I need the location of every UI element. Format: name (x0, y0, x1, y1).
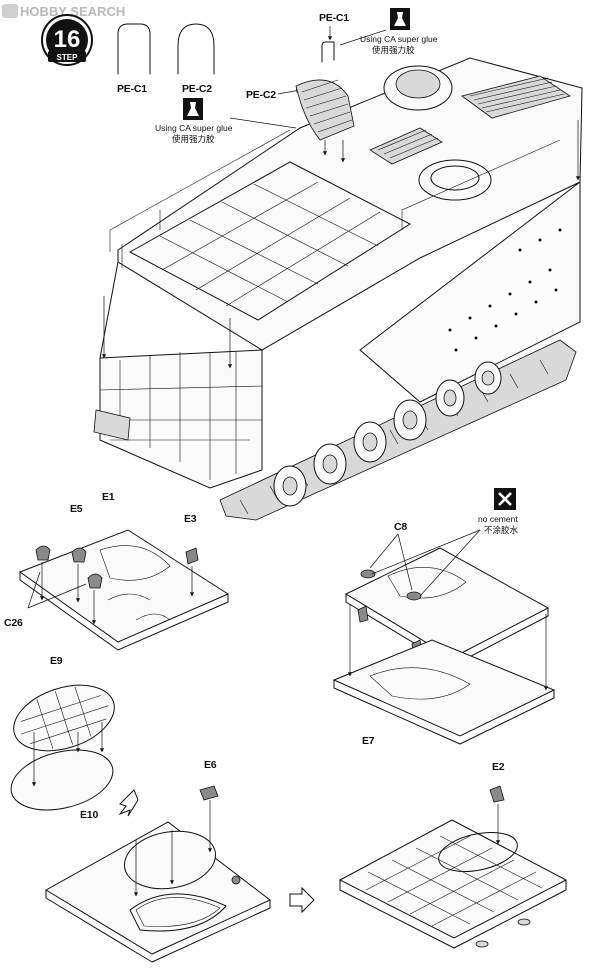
flow-arrow-icon (118, 789, 139, 817)
pe-c2-callout: PE-C2 (246, 89, 276, 101)
e9-label: E9 (50, 655, 63, 667)
c26-label: C26 (4, 617, 23, 629)
e10-label: E10 (80, 809, 98, 821)
no-cement-note-cn: 不涂胶水 (484, 525, 519, 535)
glue-note-top-cn: 使用强力胶 (372, 45, 415, 55)
e6-label: E6 (204, 759, 217, 771)
step-label: STEP (57, 53, 79, 62)
hatch-e9-e10-assembly (10, 684, 115, 811)
floor-e1-assembly (18, 529, 230, 651)
watermark: HOBBY SEARCH (2, 4, 125, 19)
e1-label: E1 (102, 491, 115, 503)
floor-e6-assembly (45, 785, 271, 963)
step-number: 16 (54, 26, 81, 53)
e7-label: E7 (362, 735, 375, 747)
ca-glue-icon (390, 8, 410, 30)
e5-label: E5 (70, 503, 83, 515)
c8-label: C8 (394, 521, 407, 533)
pe-c2-part-outline (177, 23, 215, 75)
floor-e2-assembly (338, 785, 568, 949)
no-cement-icon (494, 488, 516, 510)
pe-c1-callout: PE-C1 (319, 12, 349, 24)
flow-arrow-icon (289, 886, 315, 914)
glue-note-top-en: Using CA super glue (360, 34, 438, 44)
pe-c1-part-outline (117, 23, 151, 75)
glue-note-left-en: Using CA super glue (155, 123, 233, 133)
pe-c2-label: PE-C2 (182, 83, 212, 95)
watermark-text: HOBBY SEARCH (20, 4, 125, 19)
no-cement-note-en: no cement (478, 514, 518, 524)
floor-e7-assembly (332, 529, 556, 745)
glue-note-left-cn: 使用强力胶 (172, 134, 215, 144)
ca-glue-icon (183, 98, 203, 120)
vehicle-assembly (93, 57, 583, 521)
pe-c1-label: PE-C1 (117, 83, 147, 95)
e3-label: E3 (184, 513, 197, 525)
e2-label: E2 (492, 761, 505, 773)
step-badge: 16 STEP (41, 14, 93, 66)
